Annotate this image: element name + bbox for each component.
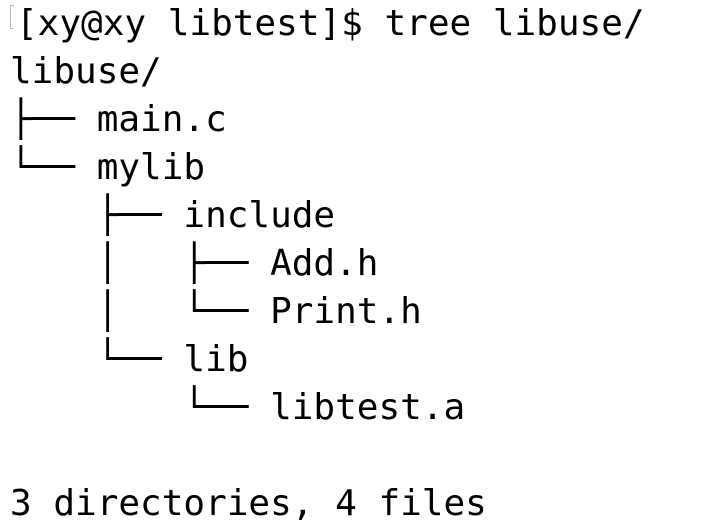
tree-root: libuse/ bbox=[10, 51, 162, 92]
command-line: [xy@xy libtest]$ tree libuse/ bbox=[10, 0, 720, 48]
tree-entry-add-h: │ ├── Add.h bbox=[10, 243, 379, 284]
tree-entry-include: ├── include bbox=[10, 195, 336, 236]
tree-entry-mylib: └── mylib bbox=[10, 147, 206, 188]
tree-entry-libtest-a: └── libtest.a bbox=[10, 387, 466, 428]
blank-line bbox=[10, 432, 720, 480]
tree-entry-main-c: ├── main.c bbox=[10, 99, 227, 140]
line-marker-icon bbox=[10, 5, 14, 29]
tree-summary: 3 directories, 4 files bbox=[10, 483, 487, 522]
tree-entry-print-h: │ └── Print.h bbox=[10, 291, 422, 332]
command-text: tree libuse/ bbox=[384, 3, 645, 44]
shell-prompt: [xy@xy libtest]$ bbox=[16, 3, 385, 44]
tree-entry-lib: └── lib bbox=[10, 339, 249, 380]
